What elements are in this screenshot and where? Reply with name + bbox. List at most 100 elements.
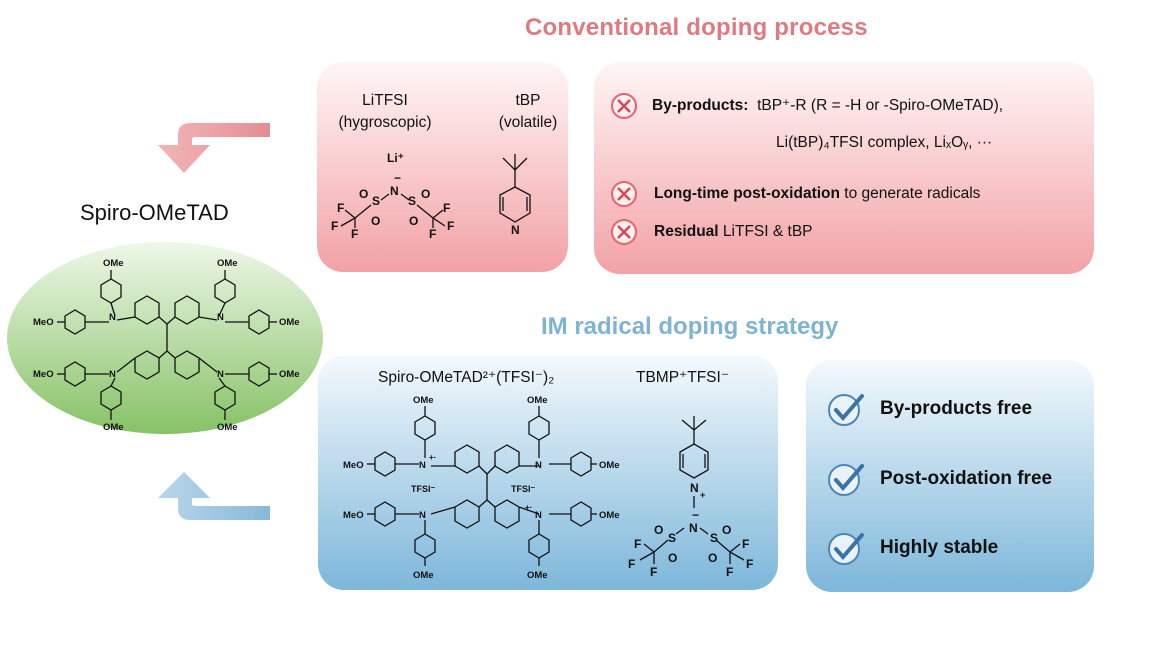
n-atom: N — [217, 369, 224, 380]
drawbacks-panel — [594, 62, 1094, 274]
tbp-name: tBP — [515, 92, 541, 109]
svg-text:O: O — [668, 551, 677, 565]
im-dopants-panel — [318, 356, 778, 590]
svg-text:N: N — [419, 460, 426, 471]
meo-label: MeO — [343, 460, 364, 471]
check-icon — [828, 394, 864, 426]
check-icon — [828, 464, 864, 496]
svg-text:N: N — [535, 510, 542, 521]
svg-text:O: O — [371, 214, 380, 228]
spiro-dication-structure: N+· N N N+· OMe OMe OMe OMe MeO OMe MeO … — [343, 395, 620, 581]
ome-label: OMe — [103, 258, 124, 269]
svg-text:F: F — [746, 557, 753, 571]
ome-label: OMe — [527, 395, 548, 406]
ome-label: OMe — [599, 510, 620, 521]
conventional-title: Conventional doping process — [525, 14, 868, 41]
conventional-dopants-panel — [317, 62, 568, 272]
spiro-molecule-ellipse: N N N N OMe OMe OMe OMe MeO OMe MeO OMe — [7, 242, 323, 434]
benefit-byproducts-free: By-products free — [880, 398, 1033, 419]
svg-text:+: + — [700, 490, 705, 500]
svg-text:F: F — [331, 219, 338, 233]
spiro-label: Spiro-OMeTAD — [80, 200, 229, 225]
meo-label: MeO — [33, 369, 54, 380]
svg-text:+·: +· — [525, 503, 532, 512]
svg-text:−: − — [692, 508, 699, 522]
cross-icon — [610, 180, 638, 208]
cross-icon — [610, 218, 638, 246]
svg-text:F: F — [650, 565, 657, 579]
ome-label: OMe — [217, 422, 238, 433]
tfsi-counterion: TFSI⁻ — [511, 484, 535, 494]
svg-text:+·: +· — [429, 453, 436, 462]
litfsi-label: LiTFSI (hygroscopic) — [330, 90, 440, 134]
n-atom: N — [109, 369, 116, 380]
svg-text:F: F — [742, 537, 749, 551]
drawback-byproducts-cont: Li(tBP)₄TFSI complex, LiₓOᵧ, ··· — [776, 134, 993, 151]
ome-label: OMe — [217, 258, 238, 269]
ome-label: OMe — [279, 317, 300, 328]
svg-text:N: N — [511, 223, 520, 237]
svg-text:F: F — [628, 557, 635, 571]
svg-text:F: F — [443, 201, 450, 215]
ome-label: OMe — [103, 422, 124, 433]
svg-text:O: O — [654, 523, 663, 537]
svg-text:N: N — [689, 521, 698, 535]
drawback-byproducts: By-products: tBP⁺-R (R = -H or -Spiro-OM… — [652, 96, 1003, 115]
svg-text:N: N — [690, 481, 699, 495]
n-atom: N — [217, 312, 224, 323]
top-arrow — [158, 123, 270, 173]
ome-label: OMe — [413, 395, 434, 406]
tfsi-counterion: TFSI⁻ — [411, 484, 435, 494]
svg-text:S: S — [710, 531, 718, 545]
ome-label: OMe — [413, 570, 434, 581]
svg-text:O: O — [421, 187, 430, 201]
svg-text:N: N — [535, 460, 542, 471]
drawback-bold: Long-time post-oxidation — [654, 185, 840, 202]
drawback-post-oxidation: Long-time post-oxidation to generate rad… — [654, 185, 980, 203]
spiro-dication-label: Spiro-OMeTAD²⁺(TFSI⁻)₂ — [378, 369, 555, 386]
svg-text:O: O — [722, 523, 731, 537]
im-title: IM radical doping strategy — [541, 313, 839, 340]
n-atom: N — [109, 312, 116, 323]
ome-label: OMe — [527, 570, 548, 581]
svg-text:F: F — [726, 565, 733, 579]
svg-text:O: O — [359, 187, 368, 201]
drawback-bold: By-products: — [652, 97, 749, 114]
cross-icon — [610, 92, 638, 120]
svg-text:F: F — [429, 227, 436, 241]
svg-text:F: F — [351, 227, 358, 241]
svg-text:−: − — [394, 171, 401, 185]
check-icon — [828, 533, 864, 565]
svg-text:N: N — [390, 184, 399, 198]
drawback-text: tBP⁺-R (R = -H or -Spiro-OMeTAD), — [757, 97, 1004, 114]
svg-text:F: F — [337, 201, 344, 215]
svg-text:F: F — [447, 219, 454, 233]
meo-label: MeO — [343, 510, 364, 521]
svg-text:S: S — [372, 194, 380, 208]
li-ion: Li⁺ — [387, 151, 404, 165]
litfsi-note: (hygroscopic) — [338, 114, 432, 131]
tbp-label: tBP (volatile) — [488, 90, 568, 134]
ome-label: OMe — [279, 369, 300, 380]
spiro-structure — [57, 270, 277, 420]
svg-text:O: O — [409, 214, 418, 228]
litfsi-name: LiTFSI — [362, 92, 408, 109]
ome-label: OMe — [599, 460, 620, 471]
benefit-post-oxidation-free: Post-oxidation free — [880, 468, 1053, 489]
tbmp-label: TBMP⁺TFSI⁻ — [636, 369, 729, 386]
svg-text:N: N — [419, 510, 426, 521]
drawback-text: LiTFSI & tBP — [718, 223, 813, 240]
benefit-highly-stable: Highly stable — [880, 537, 999, 558]
svg-text:S: S — [408, 194, 416, 208]
bottom-arrow — [158, 472, 270, 520]
tbp-note: (volatile) — [498, 114, 558, 131]
svg-text:S: S — [668, 531, 676, 545]
drawback-residual: Residual LiTFSI & tBP — [654, 223, 813, 241]
meo-label: MeO — [33, 317, 54, 328]
drawback-bold: Residual — [654, 223, 719, 240]
svg-text:O: O — [708, 551, 717, 565]
svg-text:F: F — [634, 537, 641, 551]
drawback-text: to generate radicals — [839, 185, 981, 202]
